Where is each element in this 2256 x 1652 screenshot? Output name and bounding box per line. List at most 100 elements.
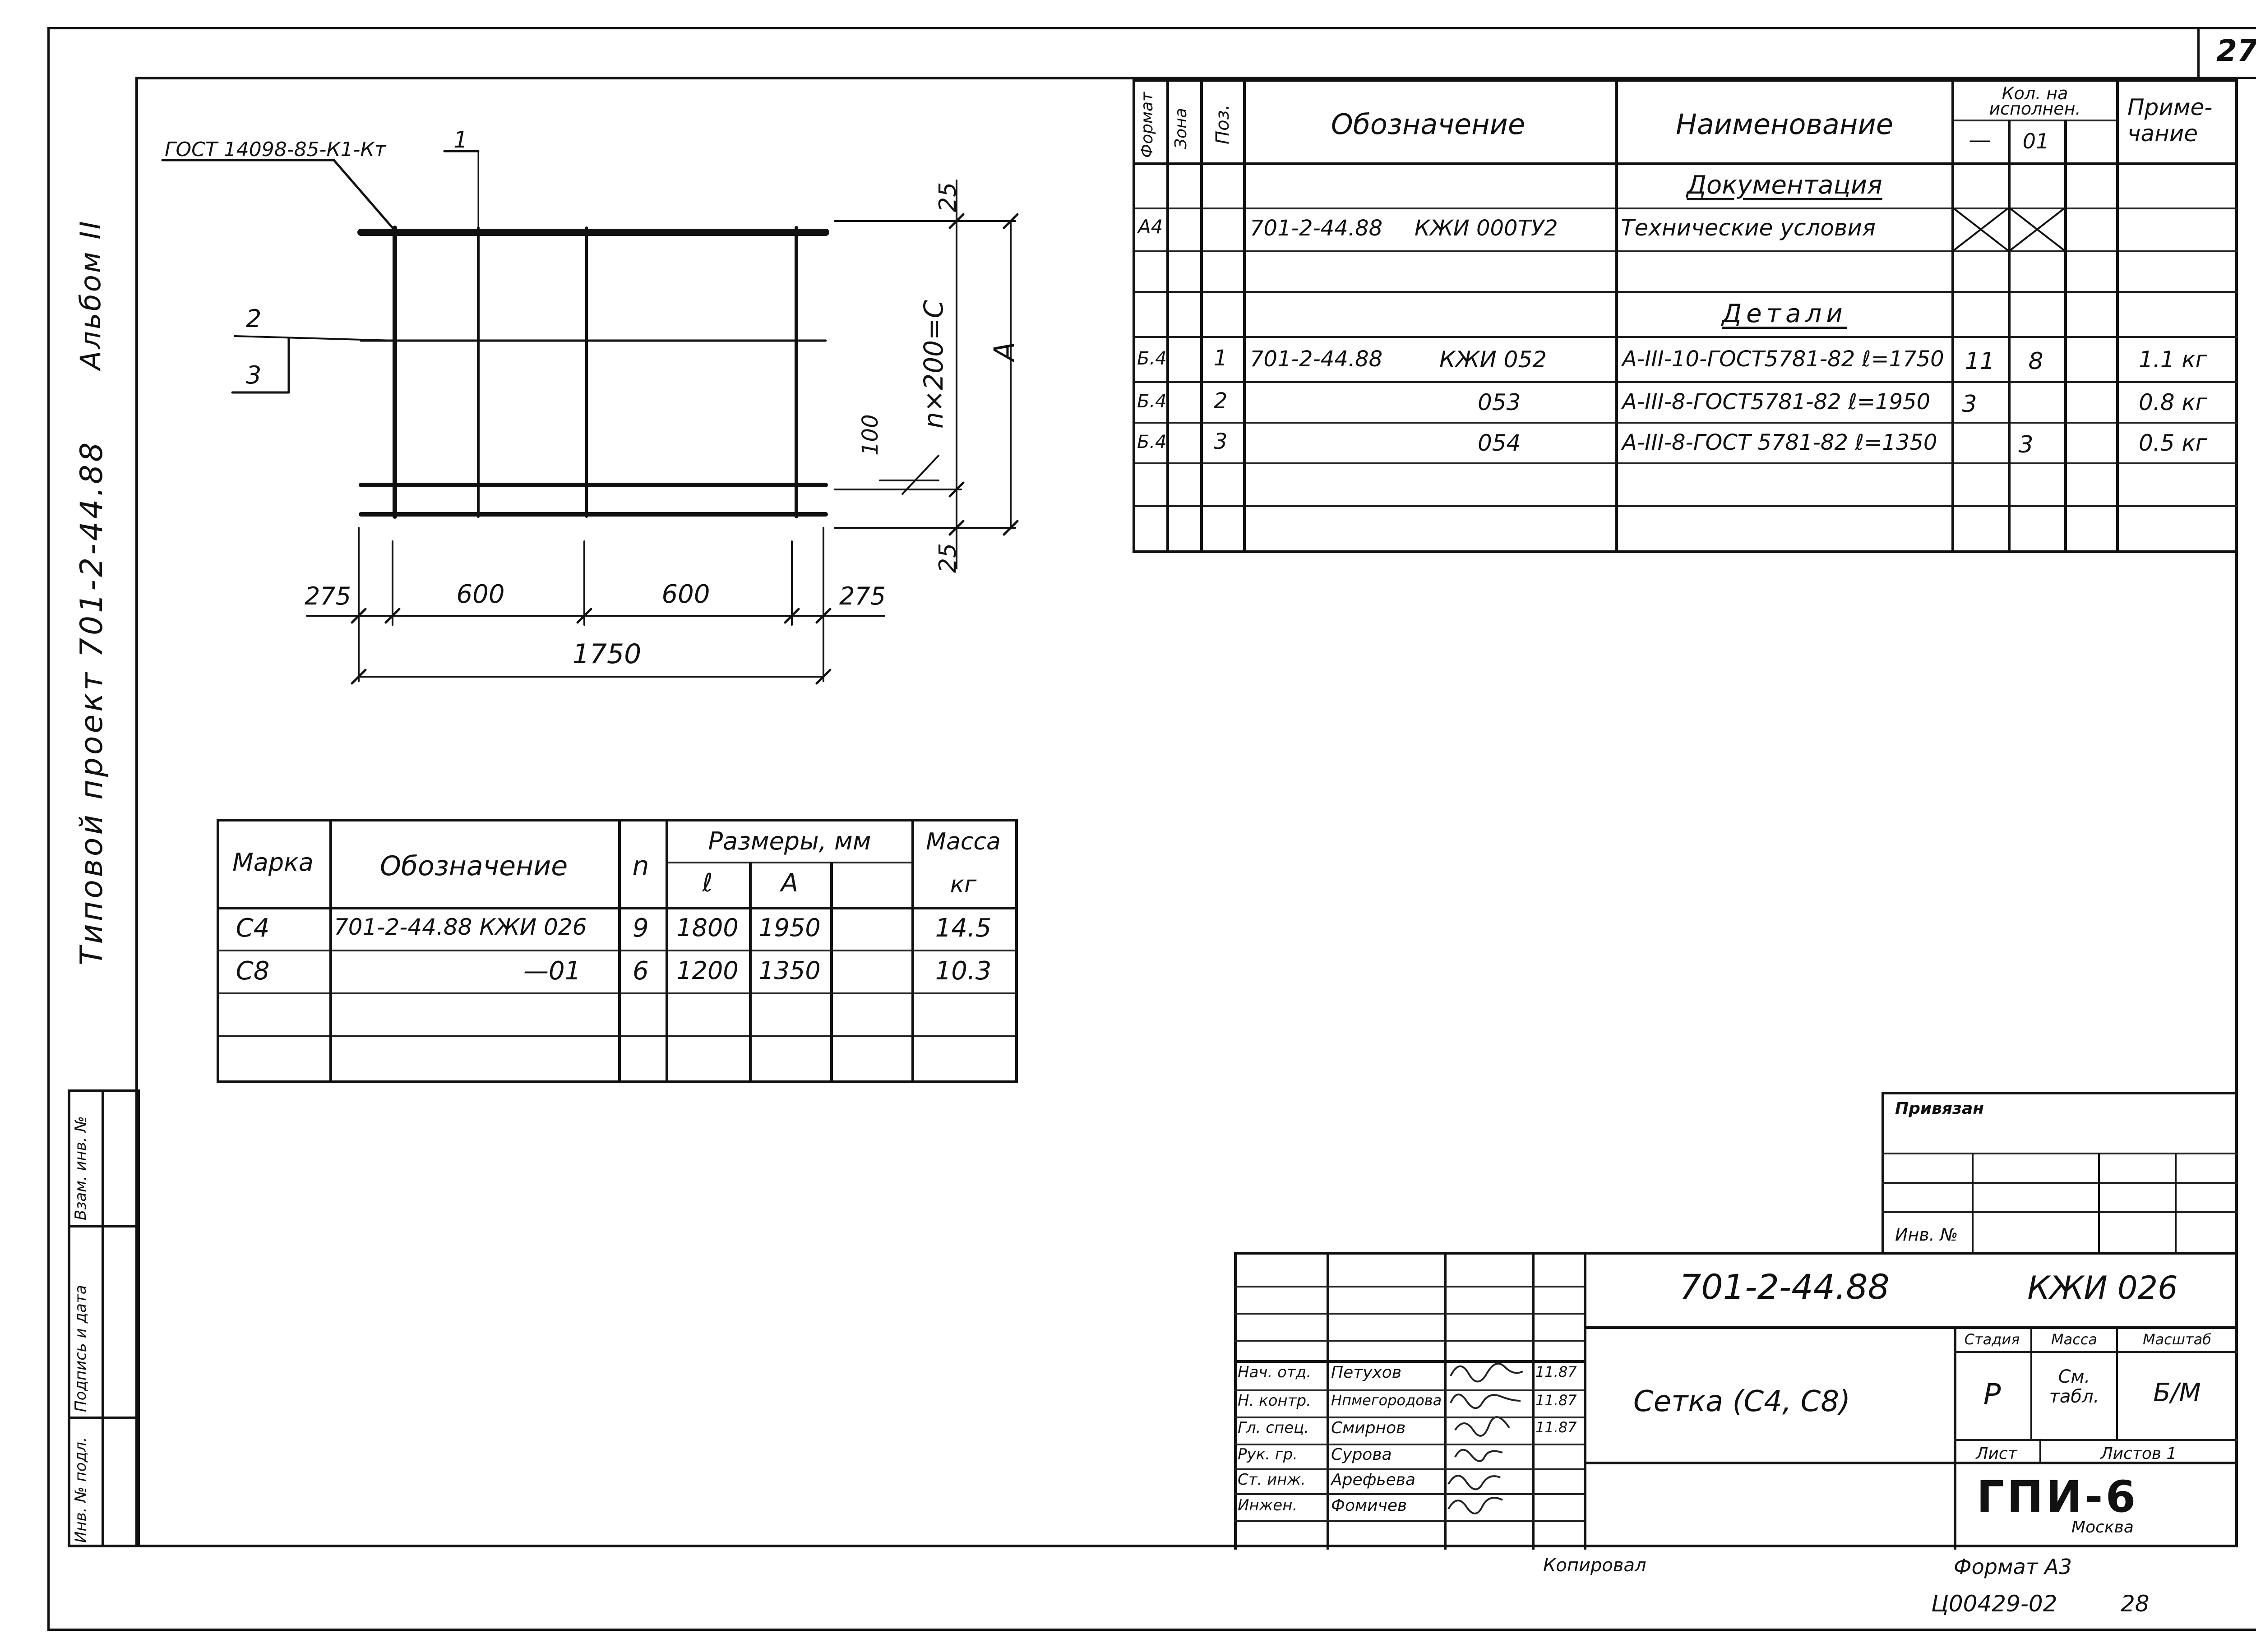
marks-row1-mass: 14.5 bbox=[935, 914, 992, 943]
spec-header-pos: Поз. bbox=[1212, 104, 1233, 144]
marks-row1-designation: 701-2-44.88 КЖИ 026 bbox=[334, 914, 587, 940]
row1-pos: 1 bbox=[1213, 346, 1228, 371]
spec-header-designation: Обозначение bbox=[1331, 108, 1526, 141]
spec-section-docs: Документация bbox=[1687, 171, 1882, 200]
stamp-mass-label: Масса bbox=[2051, 1331, 2098, 1348]
stamp-sheets-label: Листов 1 bbox=[2100, 1444, 2177, 1463]
marks-header-mass: Масса bbox=[926, 828, 1001, 855]
copied-by: Копировал bbox=[1543, 1555, 1646, 1576]
marks-row2-a: 1350 bbox=[758, 956, 821, 985]
row1-q1: 11 bbox=[1965, 348, 1995, 375]
row3-code: 054 bbox=[1478, 430, 1521, 456]
doc-designation: 701-2-44.88 bbox=[1250, 216, 1383, 241]
callout-2: 2 bbox=[246, 305, 262, 333]
spec-header-name: Наименование bbox=[1676, 108, 1893, 141]
person-date: 11.87 bbox=[1535, 1363, 1577, 1380]
person-role: Ст. инж. bbox=[1238, 1471, 1306, 1489]
marks-header-sizes: Размеры, мм bbox=[708, 827, 871, 855]
marks-row1-mark: С4 bbox=[236, 914, 270, 943]
row1-name: А-III-10-ГОСТ5781-82 ℓ=1750 bbox=[1622, 346, 1944, 372]
spec-header-format: Формат bbox=[1138, 92, 1156, 158]
row3-format: Б.4 bbox=[1137, 432, 1167, 452]
stamp-sheet-label: Лист bbox=[1976, 1444, 2017, 1463]
doc-code: КЖИ 000ТУ2 bbox=[1415, 216, 1558, 241]
spec-header-zone: Зона bbox=[1172, 108, 1190, 149]
row1-format: Б.4 bbox=[1137, 348, 1167, 369]
stamp-doc: КЖИ 026 bbox=[2027, 1269, 2178, 1306]
row1-note: 1.1 кг bbox=[2139, 346, 2207, 373]
inv-no-label: Инв. № bbox=[1895, 1225, 1958, 1245]
doc-name: Технические условия bbox=[1621, 215, 1876, 241]
stamp-title: Сетка (С4, С8) bbox=[1633, 1385, 1850, 1418]
marks-header-a: А bbox=[781, 868, 799, 898]
row3-pos: 3 bbox=[1213, 429, 1228, 454]
doc-format: А4 bbox=[1138, 216, 1163, 238]
marks-row1-a: 1950 bbox=[758, 914, 821, 942]
marks-row2-mass: 10.3 bbox=[935, 956, 992, 986]
spec-header-qty: Кол. на исполнен. bbox=[1989, 83, 2081, 119]
marks-header-mass-unit: кг bbox=[950, 871, 977, 898]
row1-q2: 8 bbox=[2028, 348, 2043, 375]
person-role: Рук. гр. bbox=[1238, 1445, 1298, 1463]
format-label: Формат А3 bbox=[1954, 1555, 2072, 1579]
row2-format: Б.4 bbox=[1137, 391, 1167, 412]
sheet-number: 27 bbox=[2216, 33, 2256, 68]
archive-code: Ц00429-02 bbox=[1931, 1591, 2057, 1617]
gost-label: ГОСТ 14098-85-К1-Кт bbox=[165, 138, 386, 161]
dim-25-top: 25 bbox=[934, 182, 962, 212]
marks-row2-l: 1200 bbox=[676, 956, 739, 985]
callout-3: 3 bbox=[246, 361, 262, 389]
row3-name: А-III-8-ГОСТ 5781-82 ℓ=1350 bbox=[1622, 430, 1937, 455]
spec-header-note: Приме-чание bbox=[2127, 94, 2213, 147]
spec-header-qty-dash: — bbox=[1969, 127, 1991, 153]
person-name: Нпмегородова bbox=[1331, 1392, 1442, 1409]
dim-600-b: 600 bbox=[661, 580, 710, 609]
stamp-stage: Р bbox=[1983, 1378, 2001, 1412]
row3-q2: 3 bbox=[2018, 431, 2034, 458]
dim-a: А bbox=[988, 341, 1021, 361]
person-date: 11.87 bbox=[1535, 1419, 1577, 1436]
dim-25-bottom: 25 bbox=[934, 543, 962, 573]
marks-row1-l: 1800 bbox=[676, 914, 739, 942]
marks-row1-n: 9 bbox=[633, 914, 649, 943]
person-role: Н. контр. bbox=[1238, 1392, 1311, 1410]
row2-note: 0.8 кг bbox=[2139, 389, 2207, 415]
dim-1750: 1750 bbox=[572, 638, 642, 670]
archive-page: 28 bbox=[2121, 1591, 2150, 1617]
person-name: Арефьева bbox=[1331, 1471, 1416, 1489]
stamp-scale-label: Масштаб bbox=[2142, 1331, 2212, 1348]
marks-header-designation: Обозначение bbox=[379, 850, 568, 882]
person-role: Нач. отд. bbox=[1238, 1363, 1312, 1381]
person-role: Гл. спец. bbox=[1238, 1419, 1309, 1437]
stamp-stage-label: Стадия bbox=[1964, 1331, 2020, 1348]
row1-designation: 701-2-44.88 bbox=[1250, 346, 1383, 372]
stamp-code: 701-2-44.88 bbox=[1679, 1267, 1890, 1307]
dim-100: 100 bbox=[858, 414, 883, 456]
privyazan-label: Привязан bbox=[1895, 1099, 1984, 1118]
dim-n200: n×200=С bbox=[918, 300, 949, 429]
stamp-org: ГПИ-6 bbox=[1976, 1472, 2139, 1522]
marks-header-l: ℓ bbox=[702, 868, 713, 898]
person-date: 11.87 bbox=[1535, 1392, 1577, 1409]
row3-note: 0.5 кг bbox=[2139, 430, 2207, 456]
spec-section-parts: Детали bbox=[1722, 299, 1847, 328]
marks-header-n: n bbox=[632, 850, 649, 881]
inner-frame bbox=[135, 77, 2238, 1547]
stamp-scale: Б/М bbox=[2153, 1378, 2201, 1407]
person-name: Смирнов bbox=[1331, 1419, 1406, 1437]
person-name: Сурова bbox=[1331, 1445, 1392, 1464]
dim-600-a: 600 bbox=[456, 580, 505, 609]
dim-275-right: 275 bbox=[839, 582, 886, 610]
stamp-city: Москва bbox=[2071, 1518, 2134, 1537]
row2-code: 053 bbox=[1478, 389, 1521, 415]
sheet-number-box bbox=[2197, 27, 2256, 79]
dim-275-left: 275 bbox=[305, 582, 351, 610]
outer-frame bbox=[47, 27, 2256, 1631]
row2-name: А-III-8-ГОСТ5781-82 ℓ=1950 bbox=[1622, 389, 1931, 415]
marks-row2-designation: —01 bbox=[523, 956, 581, 986]
row2-q1: 3 bbox=[1962, 391, 1977, 418]
marks-row2-n: 6 bbox=[633, 956, 649, 986]
row2-pos: 2 bbox=[1213, 388, 1228, 414]
marks-row2-mark: С8 bbox=[236, 956, 270, 986]
